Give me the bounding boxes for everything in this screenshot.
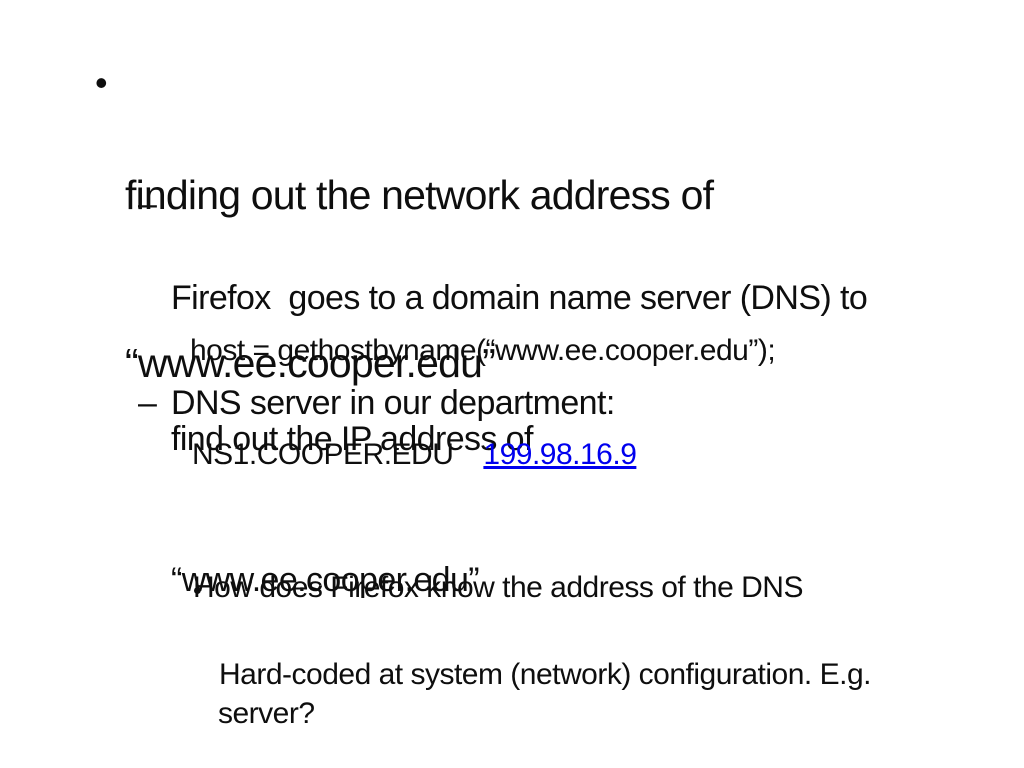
question-line-1: How does Firefox know the address of the… xyxy=(193,571,803,604)
dns-department-item: – DNS server in our department: xyxy=(138,380,615,427)
title-text: finding out the network address of “www.… xyxy=(125,55,714,503)
code-text: host = gethostbyname(“www.ee.cooper.edu”… xyxy=(190,334,776,367)
dns-ip-link[interactable]: 199.98.16.9 xyxy=(483,438,637,471)
firefox-dns-item: – Firefox goes to a domain name server (… xyxy=(138,181,868,698)
nameserver-line: NS1.COOPER.EDU 199.98.16.9 xyxy=(192,433,637,476)
dns-department-text: DNS server in our department: xyxy=(171,384,615,422)
firefox-line-2: find out the IP address of xyxy=(171,420,533,458)
nameserver-host: NS1.COOPER.EDU xyxy=(192,438,454,471)
question-line-2: server? xyxy=(218,697,315,730)
question-block: How does Firefox know the address of the… xyxy=(193,483,803,768)
dash-marker: – xyxy=(138,384,157,422)
hardcoded-text: Hard-coded at system (network) configura… xyxy=(219,570,871,768)
hardcoded-line-1: Hard-coded at system (network) configura… xyxy=(219,658,871,691)
hardcoded-item: • Hard-coded at system (network) configu… xyxy=(193,570,871,768)
gethostbyname-code-line: host = gethostbyname(“www.ee.cooper.edu”… xyxy=(190,329,776,372)
bullet-marker: • xyxy=(193,577,202,605)
title-line-1: finding out the network address of xyxy=(125,172,714,218)
question-text: How does Firefox know the address of the… xyxy=(193,483,803,768)
firefox-line-1: Firefox goes to a domain name server (DN… xyxy=(171,279,868,317)
title-line-2: “www.ee.cooper.edu” xyxy=(125,340,496,386)
dash-marker: – xyxy=(138,185,157,223)
bullet-marker: • xyxy=(95,62,108,103)
firefox-line-3: “www.ee.cooper.edu” xyxy=(171,561,480,599)
title-bullet-item: • finding out the network address of “ww… xyxy=(95,55,714,503)
firefox-dns-text: Firefox goes to a domain name server (DN… xyxy=(171,181,868,698)
